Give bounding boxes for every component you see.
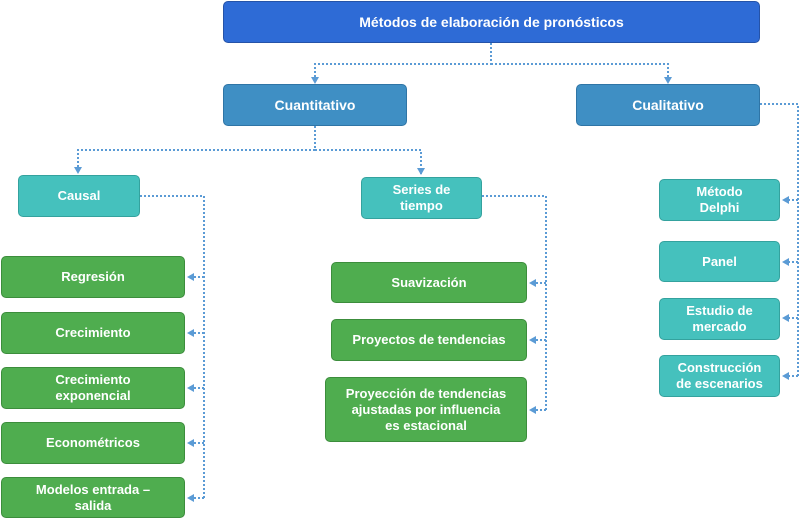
root-node: Métodos de elaboración de pronósticos bbox=[223, 1, 760, 43]
method-crecimiento-exponencial: Crecimiento exponencial bbox=[1, 367, 185, 409]
qualitative-node: Cualitativo bbox=[576, 84, 760, 126]
method-proyectos-de-tendencias: Proyectos de tendencias bbox=[331, 319, 527, 361]
method-panel: Panel bbox=[659, 241, 780, 282]
connector-root-qualitative bbox=[491, 63, 672, 84]
connector-series-children bbox=[482, 195, 547, 410]
method-crecimiento: Crecimiento bbox=[1, 312, 185, 354]
connector-root-quantitative bbox=[311, 43, 492, 84]
method-construccion-de-escenarios: Construcción de escenarios bbox=[659, 355, 780, 397]
connector-quantitative-series bbox=[315, 149, 425, 175]
connector-qualitative-children bbox=[760, 103, 799, 376]
method-proyeccion-de-tendencias: Proyección de tendencias ajustadas por i… bbox=[325, 377, 527, 442]
causal-node: Causal bbox=[18, 175, 140, 217]
method-modelos-entrada-salida: Modelos entrada – salida bbox=[1, 477, 185, 518]
method-regresion: Regresión bbox=[1, 256, 185, 298]
quantitative-node: Cuantitativo bbox=[223, 84, 407, 126]
time-series-node: Series de tiempo bbox=[361, 177, 482, 219]
method-estudio-de-mercado: Estudio de mercado bbox=[659, 298, 780, 340]
method-econometricos: Econométricos bbox=[1, 422, 185, 464]
method-delphi: Método Delphi bbox=[659, 179, 780, 221]
connector-causal-children bbox=[140, 195, 205, 498]
connector-quantitative-causal bbox=[74, 126, 316, 174]
method-suavizacion: Suavización bbox=[331, 262, 527, 303]
